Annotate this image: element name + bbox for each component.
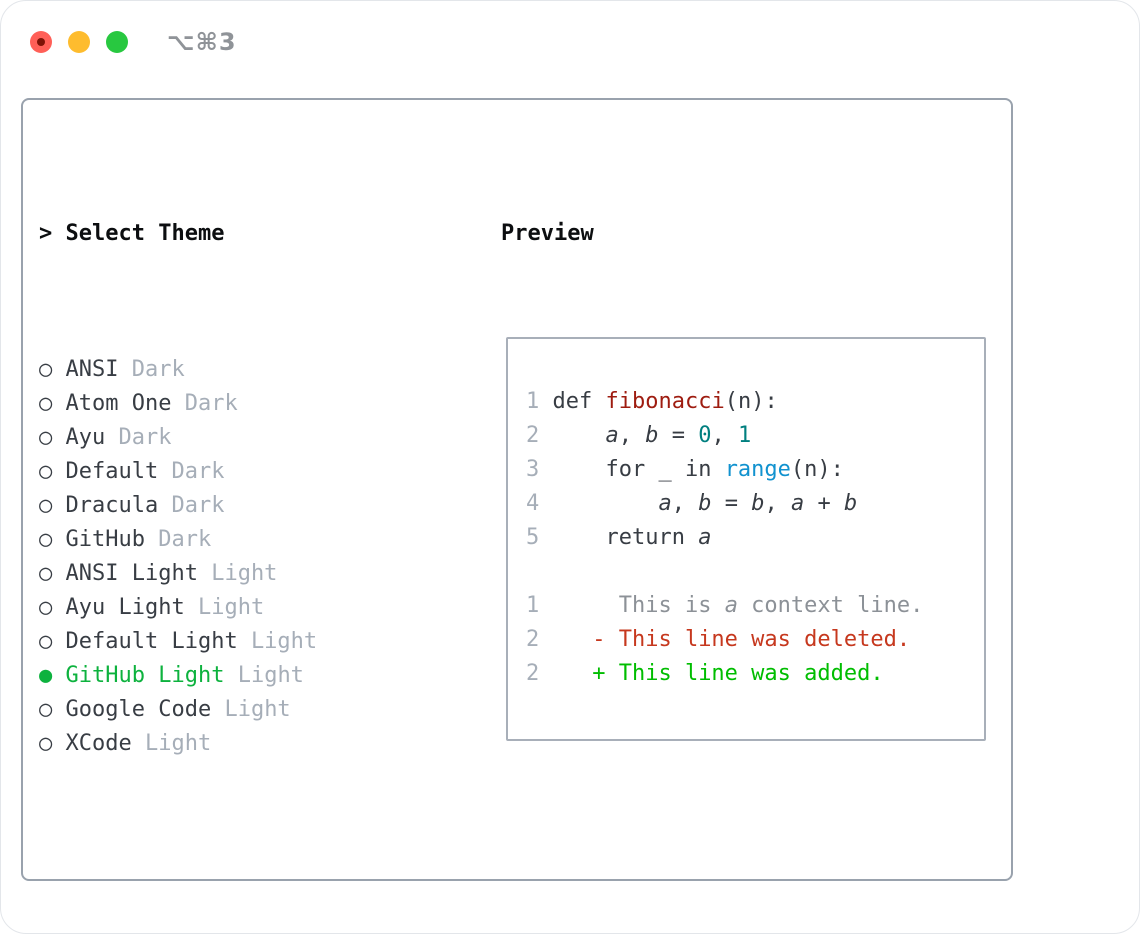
preview-heading: Preview xyxy=(501,221,594,246)
theme-name: Google Code xyxy=(65,697,212,722)
theme-variant: Dark xyxy=(171,493,225,518)
theme-variant: Dark xyxy=(171,459,225,484)
theme-variant: Light xyxy=(144,731,212,756)
theme-name: Default Light xyxy=(65,629,238,654)
unsaved-dot-icon xyxy=(37,38,45,46)
theme-list: ○ ANSI Dark○ Atom One Dark○ Ayu Dark○ De… xyxy=(39,353,410,761)
theme-option[interactable]: ○ Google Code Light xyxy=(39,693,410,727)
theme-name: ANSI Light xyxy=(65,561,198,586)
theme-option[interactable]: ○ Default Light Light xyxy=(39,625,410,659)
theme-name: Default xyxy=(65,459,159,484)
theme-option[interactable]: ○ Dracula Dark xyxy=(39,489,410,523)
theme-variant: Light xyxy=(237,663,304,688)
theme-name: Ayu Light xyxy=(65,595,185,620)
code-line: 5 return a xyxy=(526,525,712,550)
theme-name: Ayu xyxy=(65,425,106,450)
theme-name: ANSI xyxy=(65,357,119,382)
radio-off-icon: ○ xyxy=(39,731,53,756)
theme-column: > Select Theme ○ ANSI Dark○ Atom One Dar… xyxy=(39,149,410,933)
theme-name: Atom One xyxy=(65,391,172,416)
radio-off-icon: ○ xyxy=(39,391,53,416)
window-shortcut-title: ⌥⌘3 xyxy=(167,28,237,56)
theme-option[interactable]: ○ ANSI Dark xyxy=(39,353,410,387)
theme-option[interactable]: ○ GitHub Dark xyxy=(39,523,410,557)
radio-off-icon: ○ xyxy=(39,459,53,484)
theme-option[interactable]: ○ Atom One Dark xyxy=(39,387,410,421)
theme-variant: Dark xyxy=(131,357,185,382)
code-line: 4 a, b = b, a + b xyxy=(526,491,858,516)
theme-option[interactable]: ● GitHub Light Light xyxy=(39,659,410,693)
theme-option[interactable]: ○ ANSI Light Light xyxy=(39,557,410,591)
theme-variant: Dark xyxy=(118,425,172,450)
radio-off-icon: ○ xyxy=(39,493,53,518)
select-theme-heading: > Select Theme xyxy=(39,217,410,251)
theme-name: XCode xyxy=(65,731,132,756)
cursor-prompt-icon: > xyxy=(39,221,53,246)
code-line: 2 - This line was deleted. xyxy=(526,627,911,652)
theme-variant: Dark xyxy=(158,527,212,552)
theme-option[interactable]: ○ Ayu Light Light xyxy=(39,591,410,625)
select-theme-title: Select Theme xyxy=(65,221,225,246)
theme-option[interactable]: ○ Default Dark xyxy=(39,455,410,489)
theme-name: GitHub Light xyxy=(65,663,225,688)
code-line: 3 for _ in range(n): xyxy=(526,457,844,482)
close-button[interactable] xyxy=(30,31,52,53)
preview-column: Preview 1 def fibonacci(n): 2 a, b = 0, 1… xyxy=(501,149,986,809)
code-line: 1 def fibonacci(n): xyxy=(526,389,778,414)
theme-name: Dracula xyxy=(65,493,159,518)
radio-off-icon: ○ xyxy=(39,629,53,654)
radio-off-icon: ○ xyxy=(39,357,53,382)
code-line: 2 + This line was added. xyxy=(526,661,884,686)
theme-variant: Dark xyxy=(184,391,238,416)
radio-off-icon: ○ xyxy=(39,527,53,552)
spacer xyxy=(39,863,410,897)
theme-variant: Light xyxy=(211,561,278,586)
code-line: 2 a, b = 0, 1 xyxy=(526,423,752,448)
theme-name: GitHub xyxy=(65,527,145,552)
code-line xyxy=(526,555,966,589)
theme-variant: Light xyxy=(250,629,318,654)
radio-off-icon: ○ xyxy=(39,595,53,620)
theme-option[interactable]: ○ Ayu Dark xyxy=(39,421,410,455)
radio-off-icon: ○ xyxy=(39,425,53,450)
code-line: 1 This is a context line. xyxy=(526,593,924,618)
theme-variant: Light xyxy=(224,697,291,722)
preview-box: 1 def fibonacci(n): 2 a, b = 0, 1 3 for _ … xyxy=(506,337,986,741)
theme-selector-panel: > Select Theme ○ ANSI Dark○ Atom One Dar… xyxy=(21,98,1013,881)
radio-on-icon: ● xyxy=(39,663,53,688)
titlebar: ⌥⌘3 xyxy=(30,28,237,56)
theme-option[interactable]: ○ XCode Light xyxy=(39,727,410,761)
maximize-button[interactable] xyxy=(106,31,128,53)
theme-variant: Light xyxy=(197,595,265,620)
radio-off-icon: ○ xyxy=(39,561,53,586)
radio-off-icon: ○ xyxy=(39,697,53,722)
minimize-button[interactable] xyxy=(68,31,90,53)
